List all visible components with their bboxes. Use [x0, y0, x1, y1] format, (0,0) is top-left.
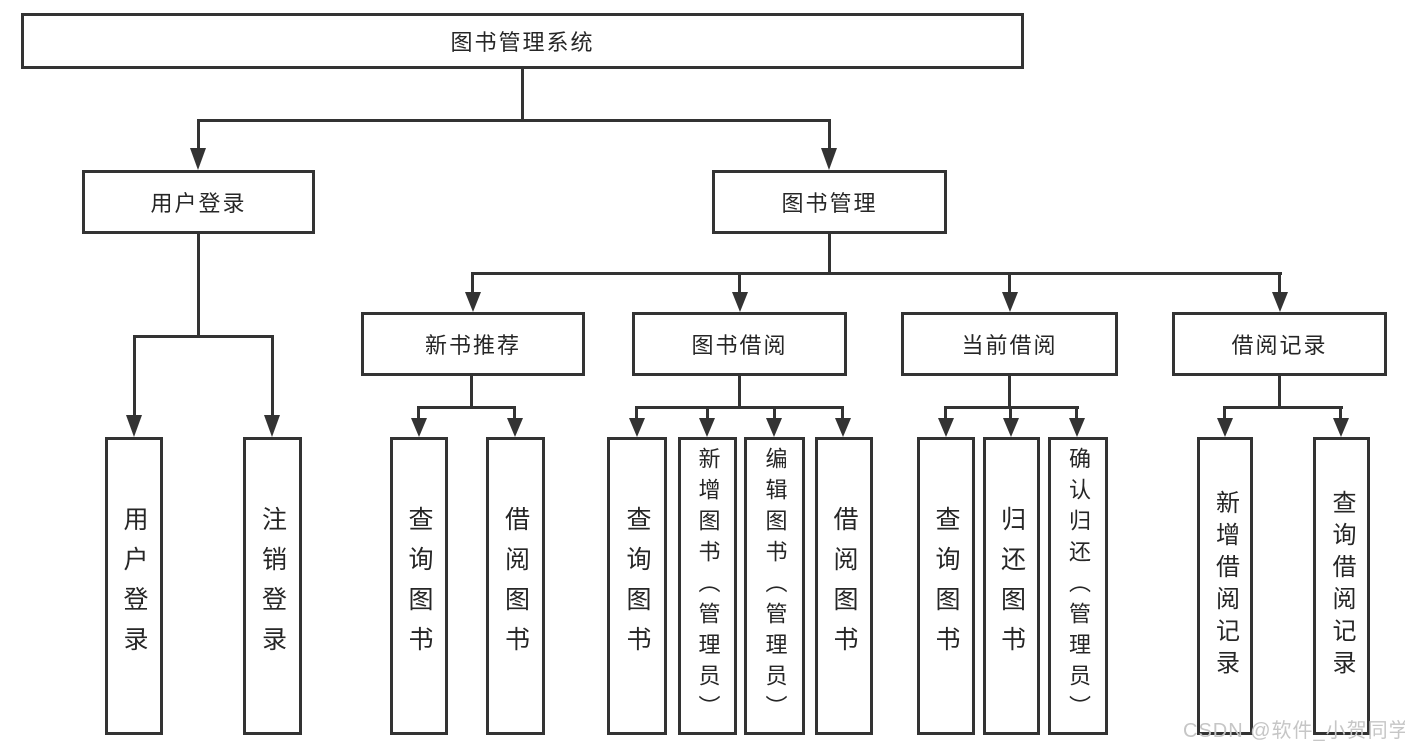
node-label: 用户登录 — [150, 191, 247, 216]
connector-line — [1008, 272, 1011, 294]
node-label: 图书借阅 — [691, 333, 788, 358]
node-label: 图书管理 — [781, 191, 878, 216]
connector-line — [470, 376, 473, 408]
node-label: 查询借阅记录 — [1328, 490, 1355, 682]
connector-line — [197, 119, 200, 150]
node-current-borrowing: 当前借阅 — [901, 312, 1118, 376]
arrowhead-icon — [699, 418, 715, 437]
connector-line — [197, 234, 200, 337]
connector-line — [1009, 406, 1012, 420]
arrowhead-icon — [190, 148, 206, 170]
leaf-node-nbr-borrow-books: 借阅图书 — [486, 437, 545, 735]
node-label: 确认归还（管理员） — [1066, 446, 1091, 726]
node-label: 归还图书 — [997, 506, 1026, 666]
node-label: 编辑图书（管理员） — [762, 446, 788, 726]
connector-line — [635, 406, 638, 420]
leaf-node-br-query-record: 查询借阅记录 — [1313, 437, 1370, 735]
connector-line — [197, 119, 831, 122]
arrowhead-icon — [264, 415, 280, 437]
arrowhead-icon — [732, 292, 748, 312]
arrowhead-icon — [507, 418, 523, 437]
connector-line — [1223, 406, 1343, 409]
leaf-node-user-login: 用户登录 — [105, 437, 163, 735]
leaf-node-bb-add-books-admin: 新增图书（管理员） — [678, 437, 737, 735]
arrowhead-icon — [629, 418, 645, 437]
connector-line — [1223, 406, 1226, 420]
arrowhead-icon — [1003, 418, 1019, 437]
arrowhead-icon — [1069, 418, 1085, 437]
connector-line — [271, 335, 274, 417]
node-label: 新书推荐 — [424, 333, 521, 358]
arrowhead-icon — [766, 418, 782, 437]
connector-line — [1075, 406, 1078, 420]
connector-line — [521, 69, 524, 121]
node-label: 借阅记录 — [1231, 333, 1328, 358]
node-label: 借阅图书 — [830, 506, 858, 666]
connector-line — [1278, 272, 1281, 294]
arrowhead-icon — [126, 415, 142, 437]
leaf-node-bb-edit-books-admin: 编辑图书（管理员） — [744, 437, 805, 735]
connector-line — [773, 406, 776, 420]
connector-line — [133, 335, 136, 417]
leaf-node-bb-query-books: 查询图书 — [607, 437, 667, 735]
connector-line — [1278, 376, 1281, 408]
arrowhead-icon — [1272, 292, 1288, 312]
arrowhead-icon — [465, 292, 481, 312]
node-borrowing-records: 借阅记录 — [1172, 312, 1387, 376]
node-new-book-recommend: 新书推荐 — [361, 312, 585, 376]
node-label: 新增借阅记录 — [1211, 490, 1239, 682]
node-label: 查询图书 — [405, 506, 433, 666]
connector-line — [471, 272, 474, 294]
connector-line — [1008, 376, 1011, 408]
node-label: 借阅图书 — [501, 506, 530, 666]
connector-line — [944, 406, 947, 420]
leaf-node-bb-borrow-books: 借阅图书 — [815, 437, 873, 735]
arrowhead-icon — [821, 148, 837, 170]
leaf-node-cb-query-books: 查询图书 — [917, 437, 975, 735]
connector-line — [417, 406, 420, 420]
connector-line — [1339, 406, 1342, 420]
connector-line — [513, 406, 516, 420]
connector-line — [738, 272, 741, 294]
connector-line — [133, 335, 274, 338]
connector-line — [828, 234, 831, 274]
node-label: 新增图书（管理员） — [695, 446, 721, 726]
arrowhead-icon — [835, 418, 851, 437]
node-label: 图书管理系统 — [450, 30, 595, 55]
connector-line — [738, 376, 741, 408]
csdn-watermark: CSDN @软件_小贺同学 — [1183, 720, 1405, 742]
connector-line — [841, 406, 844, 420]
connector-line — [828, 119, 831, 150]
leaf-node-br-add-record: 新增借阅记录 — [1197, 437, 1253, 735]
arrowhead-icon — [1002, 292, 1018, 312]
leaf-node-cb-confirm-return-admin: 确认归还（管理员） — [1048, 437, 1108, 735]
connector-line — [706, 406, 709, 420]
arrowhead-icon — [938, 418, 954, 437]
node-user-login-branch: 用户登录 — [82, 170, 315, 234]
node-book-management: 图书管理 — [712, 170, 947, 234]
arrowhead-icon — [411, 418, 427, 437]
connector-line — [417, 406, 516, 409]
node-label: 注销登录 — [258, 506, 287, 666]
connector-line — [635, 406, 844, 409]
node-system-root: 图书管理系统 — [21, 13, 1024, 69]
arrowhead-icon — [1217, 418, 1233, 437]
connector-line — [471, 272, 1282, 275]
node-label: 用户登录 — [120, 506, 148, 666]
node-label: 当前借阅 — [961, 333, 1058, 358]
arrowhead-icon — [1333, 418, 1349, 437]
leaf-node-nbr-query-books: 查询图书 — [390, 437, 448, 735]
node-label: 查询图书 — [623, 506, 651, 666]
leaf-node-cb-return-books: 归还图书 — [983, 437, 1040, 735]
node-book-borrowing: 图书借阅 — [632, 312, 847, 376]
leaf-node-logout: 注销登录 — [243, 437, 302, 735]
node-label: 查询图书 — [932, 506, 960, 666]
